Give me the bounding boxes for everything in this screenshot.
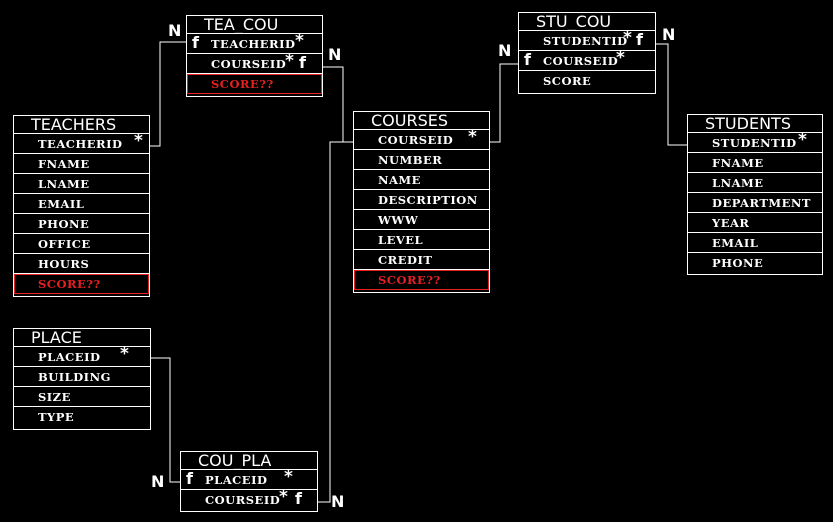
table-title: PLACE — [14, 329, 150, 347]
foreign-key-marker: f — [524, 50, 532, 69]
foreign-key-marker: f — [192, 33, 200, 52]
key-marker: * — [285, 51, 295, 71]
foreign-key-marker: f — [636, 30, 644, 49]
field-lname: LNAME — [14, 174, 149, 194]
field-email: EMAIL — [14, 194, 149, 214]
cardinality-n-stu-cou: N — [498, 41, 512, 60]
field-teacherid: TEACHERID* — [14, 131, 149, 154]
field-building: BUILDING — [14, 367, 150, 387]
field-studentid: STUDENTID*f — [519, 28, 655, 51]
field-fname: FNAME — [14, 154, 149, 174]
link-place-cou-pla — [151, 357, 180, 483]
key-marker: * — [134, 131, 144, 151]
table-title: STUDENTS — [688, 115, 822, 133]
cardinality-n-tea-cou: N — [168, 21, 182, 40]
key-marker: * — [295, 31, 305, 51]
link-stu-cou-students — [656, 43, 687, 146]
foreign-key-marker: f — [186, 469, 194, 488]
field-courseid: COURSEID* — [354, 127, 489, 150]
table-place: PLACE PLACEID* BUILDING SIZE TYPE — [13, 328, 151, 430]
link-teachers-tea-cou — [150, 41, 186, 147]
key-marker: * — [120, 344, 130, 364]
field-courseid: COURSEID*f — [187, 51, 322, 74]
key-marker: * — [468, 127, 478, 147]
table-courses: COURSES COURSEID* NUMBER NAME DESCRIPTIO… — [353, 111, 490, 293]
table-teachers: TEACHERS TEACHERID* FNAME LNAME EMAIL PH… — [13, 115, 150, 297]
field-credit: CREDIT — [354, 250, 489, 270]
field-score: SCORE?? — [14, 274, 149, 294]
link-tea-cou-courses — [323, 66, 353, 143]
table-title: COURSES — [354, 112, 489, 130]
key-marker: * — [623, 28, 633, 48]
table-title: TEA_COU — [187, 16, 322, 34]
field-hours: HOURS — [14, 254, 149, 274]
field-type: TYPE — [38, 410, 75, 424]
field-number: NUMBER — [354, 150, 489, 170]
field-email: EMAIL — [688, 233, 822, 253]
key-marker: * — [616, 48, 626, 68]
field-office: OFFICE — [14, 234, 149, 254]
field-score: SCORE — [543, 74, 592, 88]
field-www: WWW — [354, 210, 489, 230]
field-courseid: COURSEID*f — [205, 487, 303, 508]
field-placeid: PLACEID* — [14, 344, 150, 367]
link-cou-pla-courses — [318, 141, 353, 503]
cardinality-n-cou-pla: N — [151, 472, 165, 491]
cardinality-n-courses-from-cou-pla: N — [331, 492, 345, 511]
table-title: TEACHERS — [14, 116, 149, 134]
field-studentid: STUDENTID* — [688, 130, 822, 153]
field-description: DESCRIPTION — [354, 190, 489, 210]
table-students: STUDENTS STUDENTID* FNAME LNAME DEPARTME… — [687, 114, 823, 275]
field-phone: PHONE — [712, 256, 764, 270]
key-marker: * — [279, 487, 289, 507]
key-marker: * — [798, 130, 808, 150]
cardinality-n-courses-from-tea-cou: N — [328, 45, 342, 64]
field-level: LEVEL — [354, 230, 489, 250]
field-fname: FNAME — [688, 153, 822, 173]
field-phone: PHONE — [14, 214, 149, 234]
field-year: YEAR — [688, 213, 822, 233]
field-name: NAME — [354, 170, 489, 190]
field-size: SIZE — [14, 387, 150, 407]
field-score: SCORE?? — [187, 74, 322, 94]
foreign-key-marker: f — [299, 53, 307, 72]
table-title: COU_PLA — [181, 452, 317, 470]
foreign-key-marker: f — [295, 489, 303, 508]
field-lname: LNAME — [688, 173, 822, 193]
link-courses-stu-cou — [490, 63, 518, 143]
cardinality-n-students: N — [662, 25, 676, 44]
table-title: STU_COU — [519, 13, 655, 31]
key-marker: * — [284, 467, 294, 487]
field-score: SCORE?? — [354, 270, 489, 290]
field-department: DEPARTMENT — [688, 193, 822, 213]
